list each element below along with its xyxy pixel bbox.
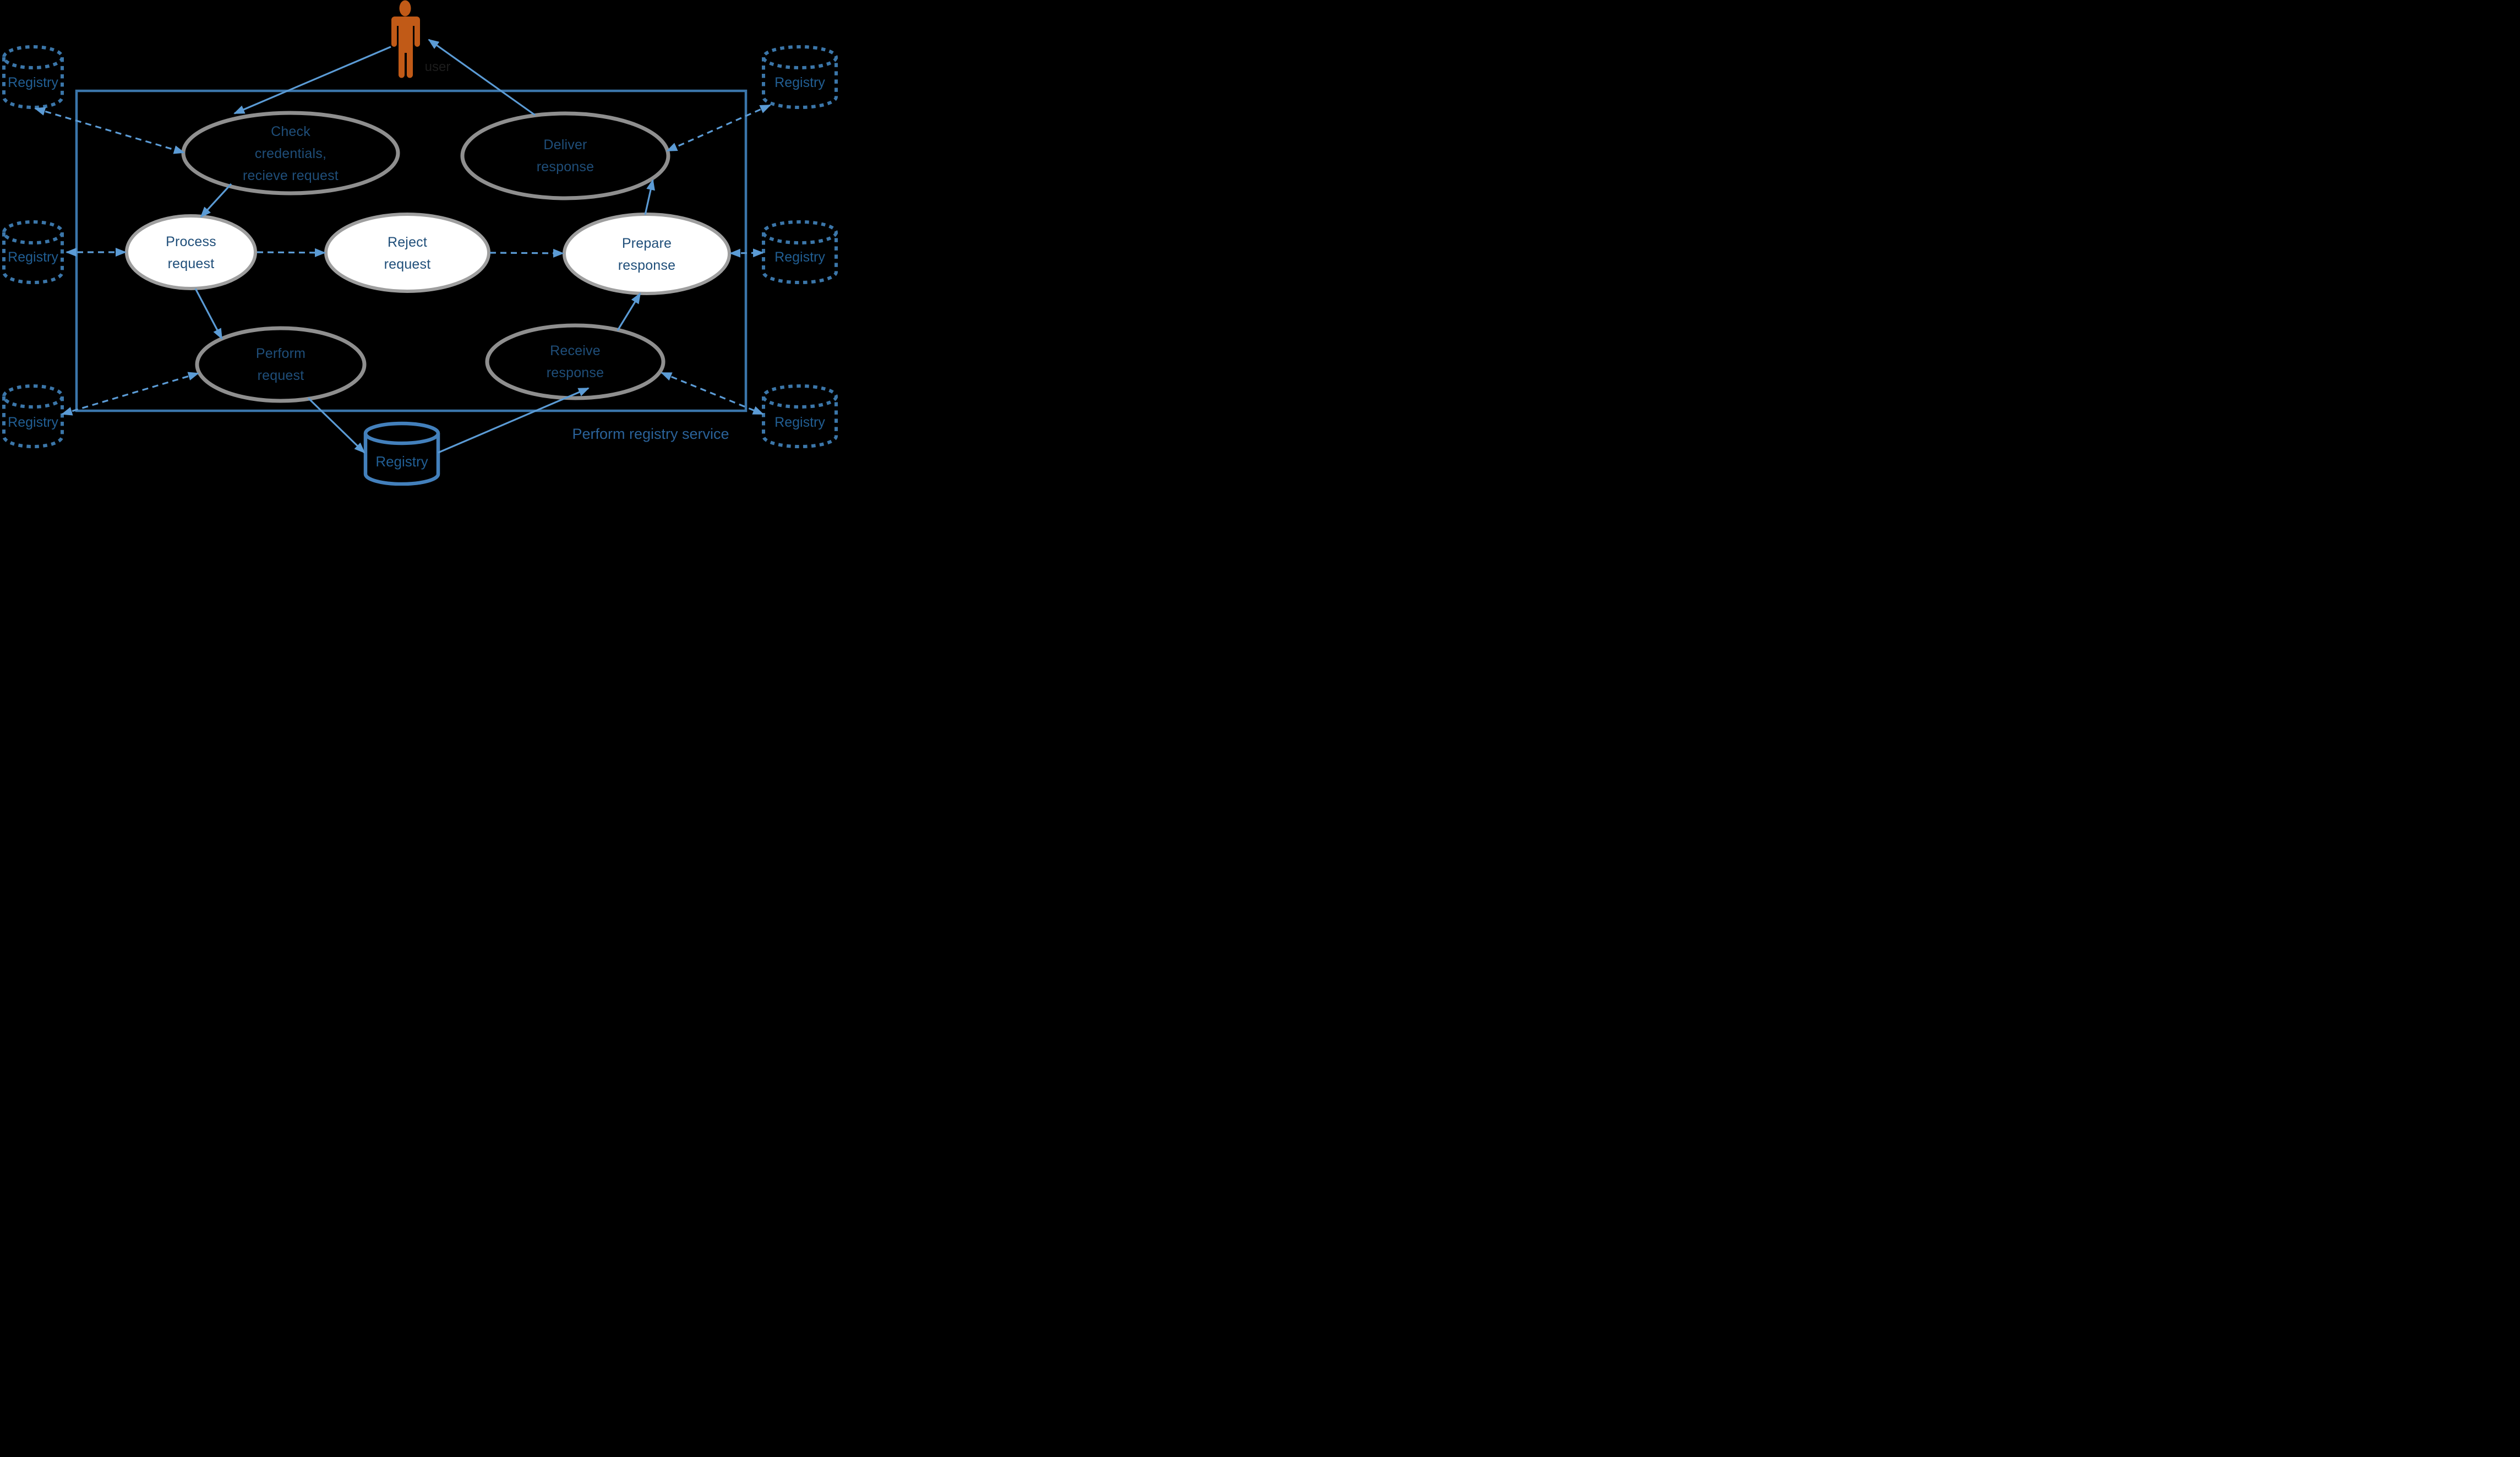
usecase-process-request-ellipse [125, 214, 257, 290]
usecase-perform-request-ellipse [195, 326, 367, 403]
diagram-graphics [2, 0, 838, 486]
registry-bottom-center-cylinder [363, 421, 440, 486]
registry-top-right-cylinder [762, 45, 838, 109]
arrow-user-to-check-credentials [233, 46, 391, 115]
dashed-arrow-check-credentials-registry-topleft [34, 107, 185, 154]
dashed-arrow-perform-request-registry-bottomleft [61, 372, 199, 416]
usecase-deliver-response-ellipse [460, 111, 670, 200]
arrow-prepare-response-to-deliver-response [644, 179, 655, 215]
usecase-check-credentials-ellipse [181, 111, 400, 195]
usecase-prepare-response-ellipse [563, 213, 731, 295]
registry-bottom-left-cylinder [2, 384, 64, 448]
arrow-deliver-response-to-user [428, 39, 536, 116]
registry-top-left-cylinder [2, 45, 64, 109]
registry-middle-right-cylinder [762, 220, 838, 284]
arrow-process-request-to-perform-request [194, 288, 223, 340]
usecase-reject-request-ellipse [324, 213, 490, 293]
arrow-perform-request-to-registry [307, 397, 366, 454]
dashed-arrow-process-request-to-reject-request [257, 248, 326, 257]
arrow-check-credentials-to-process-request [200, 183, 232, 218]
registry-middle-left-cylinder [2, 220, 64, 284]
dashed-arrow-receive-response-registry-bottomright [661, 372, 764, 415]
diagram-canvas: user Check credentials, recieve request … [0, 0, 840, 486]
usecase-receive-response-ellipse [485, 323, 666, 400]
user-actor-icon [391, 0, 420, 78]
dashed-arrow-deliver-response-registry-topright [666, 104, 771, 152]
arrow-registry-to-receive-response [438, 387, 590, 454]
arrow-receive-response-to-prepare-response [617, 292, 641, 331]
registry-bottom-right-cylinder [762, 384, 838, 448]
